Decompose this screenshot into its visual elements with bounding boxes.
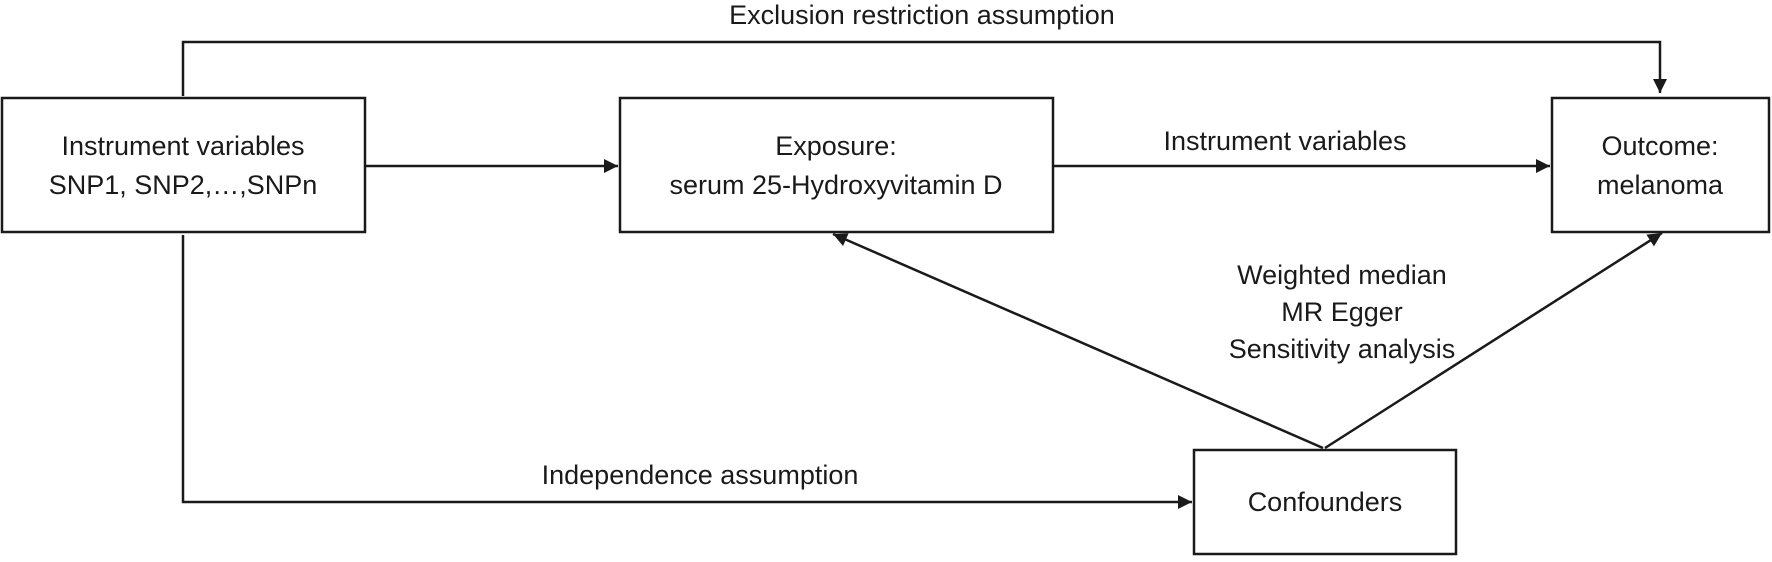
exposure-line1: Exposure: [775,131,897,161]
outcome-line1: Outcome: [1601,131,1718,161]
outcome-line2: melanoma [1597,170,1724,200]
confounders-to-exposure-arrow [832,232,1324,450]
confounders-to-outcome-arrow [1324,231,1663,450]
outcome-node: Outcome: melanoma [1550,96,1771,234]
instrument-node: Instrument variables SNP1, SNP2,…,SNPn [0,96,367,234]
exposure-to-outcome-label: Instrument variables [1163,126,1406,156]
exclusion-restriction-label: Exclusion restriction assumption [729,0,1115,30]
instrument-line2: SNP1, SNP2,…,SNPn [49,170,318,200]
confounders-node: Confounders [1192,448,1458,556]
exposure-line2: serum 25-Hydroxyvitamin D [669,170,1002,200]
independence-arrow [181,235,1192,509]
methods-list: Weighted median MR Egger Sensitivity ana… [1229,260,1456,364]
independence-label: Independence assumption [542,460,859,490]
instrument-line1: Instrument variables [61,131,304,161]
method-weighted-median: Weighted median [1237,260,1447,290]
confounders-label: Confounders [1248,487,1403,517]
exclusion-restriction-arrow [181,40,1667,96]
method-sensitivity-analysis: Sensitivity analysis [1229,334,1456,364]
exposure-node: Exposure: serum 25-Hydroxyvitamin D [618,96,1055,234]
method-mr-egger: MR Egger [1281,297,1403,327]
